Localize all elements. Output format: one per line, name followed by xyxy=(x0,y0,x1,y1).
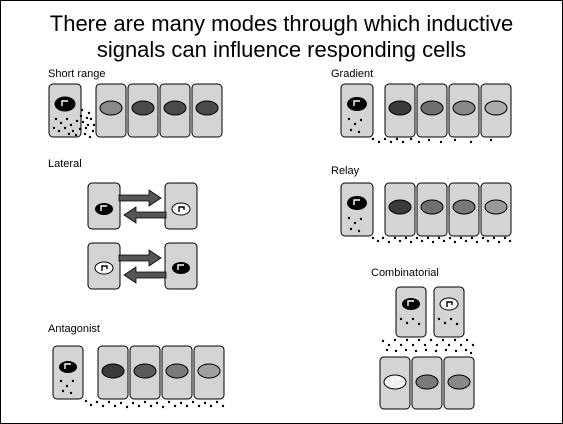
nucleus-mid xyxy=(452,199,476,215)
panel-relay xyxy=(340,182,512,244)
nucleus-mid xyxy=(133,363,157,379)
nucleus-black xyxy=(402,298,420,310)
label-short-range: Short range xyxy=(48,68,106,80)
panel-short-range xyxy=(48,83,223,139)
nucleus-light xyxy=(484,100,508,116)
nucleus-light xyxy=(197,363,221,379)
label-relay: Relay xyxy=(331,165,360,177)
nucleus-black xyxy=(347,196,367,210)
label-lateral: Lateral xyxy=(48,158,82,170)
nucleus-light xyxy=(484,199,508,215)
title-line-2: signals can influence responding cells xyxy=(96,37,467,62)
title-line-1: There are many modes through which induc… xyxy=(49,11,514,36)
signal-dots xyxy=(347,117,493,144)
arrow-left xyxy=(123,206,167,224)
nucleus-dark xyxy=(195,100,219,116)
nucleus-black xyxy=(95,203,113,215)
label-combinatorial: Combinatorial xyxy=(371,267,439,279)
nucleus-black xyxy=(54,96,76,112)
panel-antagonist xyxy=(52,345,225,409)
inducing-cell xyxy=(395,286,427,338)
panel-combinatorial xyxy=(379,286,475,410)
panel-gradient xyxy=(340,83,512,144)
nucleus-black xyxy=(172,262,190,274)
nucleus-mid xyxy=(447,374,471,390)
nucleus-dark xyxy=(388,199,412,215)
label-antagonist: Antagonist xyxy=(48,323,100,335)
panel-lateral xyxy=(87,182,198,290)
nucleus-dark xyxy=(131,100,155,116)
slide-title: There are many modes through which induc… xyxy=(1,11,562,63)
nucleus-mid xyxy=(99,100,123,116)
nucleus-dark xyxy=(388,100,412,116)
nucleus-black xyxy=(347,97,367,111)
signal-dots xyxy=(59,379,225,409)
nucleus-black xyxy=(59,361,77,373)
inducing-cell xyxy=(433,286,465,338)
arrow-right xyxy=(118,189,162,207)
nucleus-mid xyxy=(415,374,439,390)
arrow-right xyxy=(118,249,162,267)
nucleus-mid xyxy=(452,100,476,116)
signal-dots xyxy=(52,108,96,139)
nucleus-mid xyxy=(165,363,189,379)
nucleus-white xyxy=(171,202,191,216)
nucleus-mid xyxy=(420,199,444,215)
nucleus-white xyxy=(383,374,407,390)
nucleus-white xyxy=(439,297,459,311)
nucleus-mid xyxy=(420,100,444,116)
arrow-left xyxy=(123,266,167,284)
nucleus-white xyxy=(94,261,114,275)
nucleus-dark xyxy=(163,100,187,116)
label-gradient: Gradient xyxy=(331,68,374,80)
signal-dots xyxy=(347,216,512,244)
nucleus-dark xyxy=(101,363,125,379)
signal-dots xyxy=(381,317,475,355)
